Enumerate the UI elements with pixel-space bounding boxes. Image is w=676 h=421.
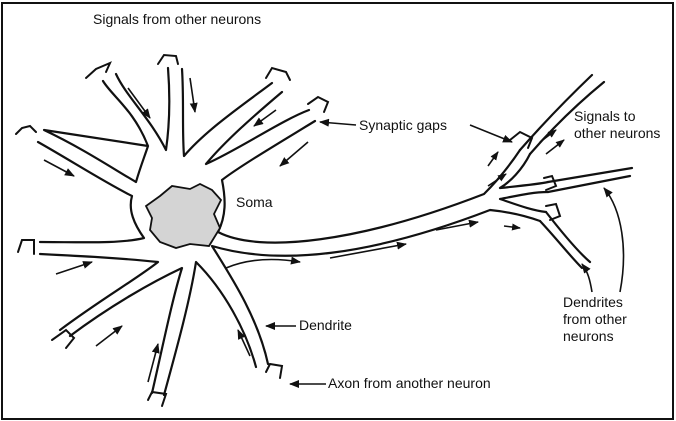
label-line: Dendrites (563, 294, 653, 311)
label-dendrites-from-other-neurons: Dendrites from other neurons (563, 294, 653, 345)
label-dendrite: Dendrite (299, 317, 352, 334)
synapse-tips (16, 55, 560, 406)
label-line: neurons (563, 328, 653, 345)
label-synaptic-gaps: Synaptic gaps (359, 117, 447, 134)
label-signals-to-other-neurons: Signals to other neurons (574, 108, 674, 142)
axon-terminals (520, 75, 632, 268)
label-soma: Soma (236, 194, 273, 211)
signal-arrows (44, 78, 564, 382)
neuron-outline (38, 68, 548, 395)
soma-nucleus (146, 184, 221, 248)
label-line: from other (563, 311, 653, 328)
label-axon-from-another-neuron: Axon from another neuron (328, 375, 491, 392)
label-line: Signals to (574, 108, 674, 125)
label-signals-from-other-neurons: Signals from other neurons (93, 11, 261, 28)
label-line: other neurons (574, 125, 674, 142)
